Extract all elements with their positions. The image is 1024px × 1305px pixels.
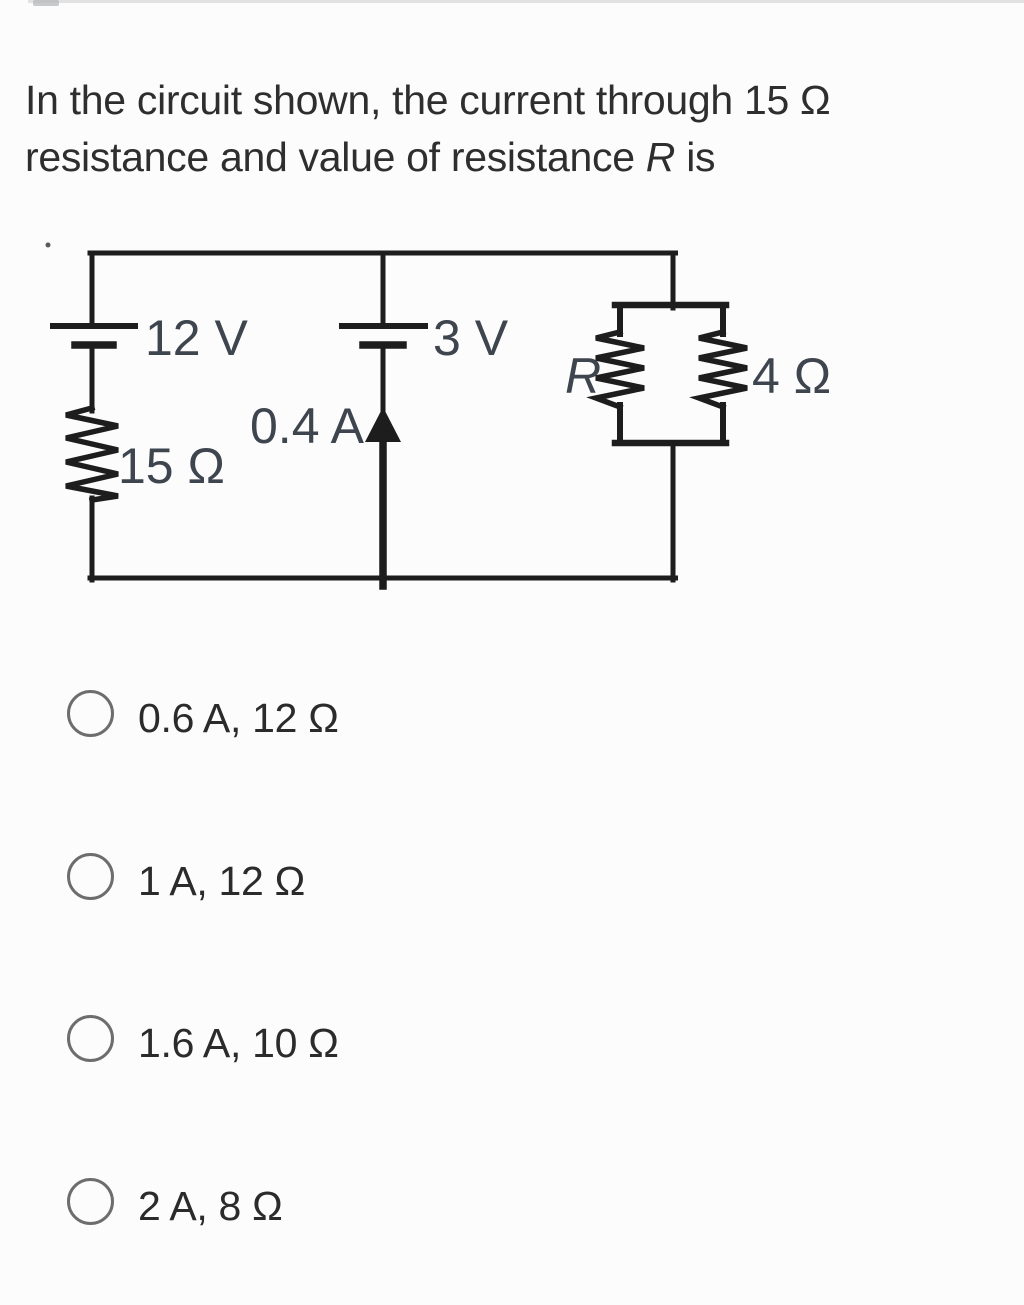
question-line-2-suffix: is xyxy=(675,134,716,180)
option-label: 2 A, 8 Ω xyxy=(138,1182,283,1229)
scan-artifact xyxy=(33,0,59,6)
question-line-2-variable: R xyxy=(645,134,676,180)
option-row[interactable]: 1 A, 12 Ω xyxy=(67,853,305,904)
radio-button[interactable] xyxy=(67,853,114,900)
resistor-15ohm-icon xyxy=(65,404,119,583)
circuit-svg: 12 V 3 V 15 Ω 0.4 A R 4 Ω xyxy=(45,242,831,590)
question-line-2-prefix: resistance and value of resistance xyxy=(25,134,646,180)
battery-12v-icon xyxy=(50,250,138,414)
option-row[interactable]: 2 A, 8 Ω xyxy=(67,1178,283,1229)
label-resistor-4ohm: 4 Ω xyxy=(752,348,831,404)
label-battery-3v: 3 V xyxy=(433,310,509,366)
parallel-resistors-icon xyxy=(586,250,748,583)
label-resistor-15ohm: 15 Ω xyxy=(118,438,225,494)
circuit-diagram: 12 V 3 V 15 Ω 0.4 A R 4 Ω xyxy=(0,230,900,600)
question-text: In the circuit shown, the current throug… xyxy=(25,72,885,186)
radio-button[interactable] xyxy=(67,690,114,737)
option-label: 1.6 A, 10 Ω xyxy=(138,1019,339,1066)
radio-button[interactable] xyxy=(67,1178,114,1225)
option-row[interactable]: 0.6 A, 12 Ω xyxy=(67,690,339,741)
top-edge-line xyxy=(28,0,1024,3)
label-battery-12v: 12 V xyxy=(145,310,249,366)
option-row[interactable]: 1.6 A, 10 Ω xyxy=(67,1015,339,1066)
option-label: 1 A, 12 Ω xyxy=(138,857,306,904)
option-label: 0.6 A, 12 Ω xyxy=(138,694,339,741)
question-line-1: In the circuit shown, the current throug… xyxy=(25,77,831,123)
label-current-0-4a: 0.4 A xyxy=(250,398,365,454)
battery-3v-icon xyxy=(339,250,428,417)
radio-button[interactable] xyxy=(67,1015,114,1062)
current-arrow-icon xyxy=(365,407,401,590)
scan-dot xyxy=(45,242,51,248)
question-line-2: resistance and value of resistance R is xyxy=(25,129,885,186)
label-resistor-r: R xyxy=(565,348,601,404)
